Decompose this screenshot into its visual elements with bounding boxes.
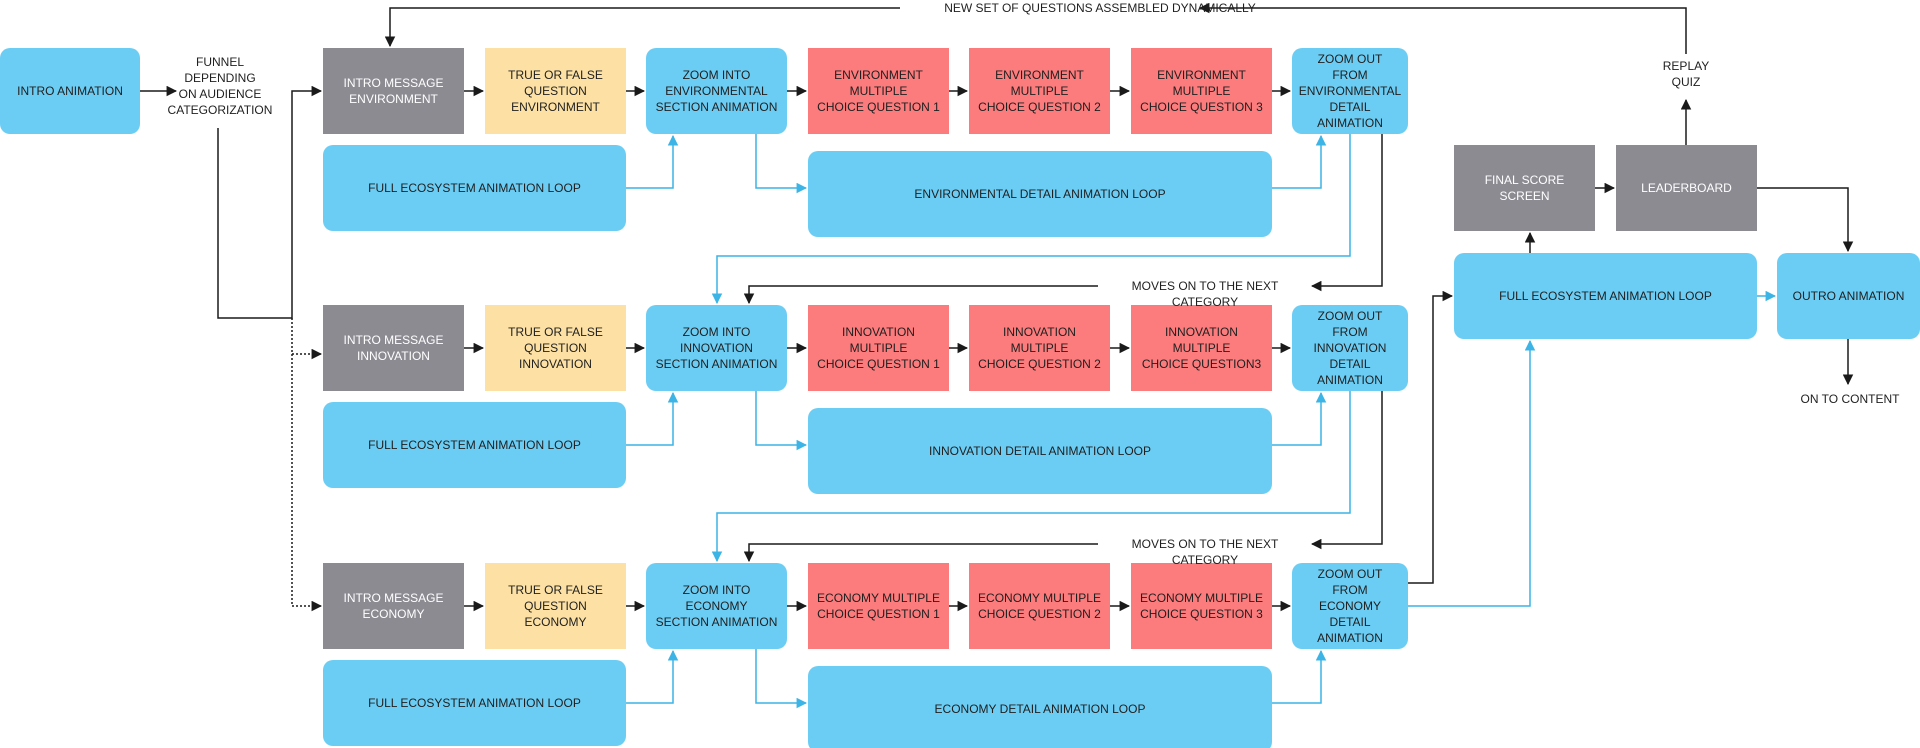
arrow-zoomin-to-detail-innovation — [755, 391, 808, 451]
intro-message-environment-label: INTRO MESSAGE ENVIRONMENT — [343, 76, 444, 106]
arrow-leaderboard-to-outro — [1757, 187, 1854, 253]
mc2-economy: ECONOMY MULTIPLE CHOICE QUESTION 2 — [969, 563, 1110, 649]
mc1-economy: ECONOMY MULTIPLE CHOICE QUESTION 1 — [808, 563, 949, 649]
replay-label: REPLAY QUIZ — [1662, 59, 1710, 89]
true-false-innovation: TRUE OR FALSE QUESTION INNOVATION — [485, 305, 626, 391]
funnel-label: FUNNEL DEPENDING ON AUDIENCE CATEGORIZAT… — [167, 55, 273, 117]
on-to-content-label: ON TO CONTENT — [1800, 392, 1900, 406]
outro-animation-box: OUTRO ANIMATION — [1777, 253, 1920, 339]
intro-message-innovation-label: INTRO MESSAGE INNOVATION — [343, 333, 444, 363]
arrow-funnel-to-environment — [217, 85, 323, 319]
detail-loop-economy-label: ECONOMY DETAIL ANIMATION LOOP — [934, 702, 1146, 716]
zoom-out-innovation: ZOOM OUT FROM INNOVATION DETAIL ANIMATIO… — [1292, 305, 1408, 391]
arrow-new-questions-to-intro — [384, 7, 900, 48]
intro-message-environment: INTRO MESSAGE ENVIRONMENT — [323, 48, 464, 134]
zoom-in-environment: ZOOM INTO ENVIRONMENTAL SECTION ANIMATIO… — [646, 48, 787, 134]
intro-animation-box: INTRO ANIMATION — [0, 48, 140, 134]
final-score-box-label: FINAL SCORE SCREEN — [1484, 173, 1565, 203]
mc1-innovation-label: INNOVATION MULTIPLE CHOICE QUESTION 1 — [817, 325, 940, 371]
arrow-zoomin-to-detail-economy — [755, 649, 808, 709]
arrow-next-category-to-economy — [743, 543, 1098, 563]
arrow-detail-to-zoomout-environment — [1272, 134, 1327, 189]
mc1-innovation: INNOVATION MULTIPLE CHOICE QUESTION 1 — [808, 305, 949, 391]
mc1-environment-label: ENVIRONMENT MULTIPLE CHOICE QUESTION 1 — [817, 68, 940, 114]
true-false-innovation-label: TRUE OR FALSE QUESTION INNOVATION — [508, 325, 603, 371]
ecosystem-loop-environment-label: FULL ECOSYSTEM ANIMATION LOOP — [368, 181, 581, 195]
final-score-box: FINAL SCORE SCREEN — [1454, 145, 1595, 231]
leaderboard-box: LEADERBOARD — [1616, 145, 1757, 231]
new-questions-label: NEW SET OF QUESTIONS ASSEMBLED DYNAMICAL… — [944, 1, 1256, 15]
zoom-in-environment-label: ZOOM INTO ENVIRONMENTAL SECTION ANIMATIO… — [655, 68, 778, 114]
mc3-economy: ECONOMY MULTIPLE CHOICE QUESTION 3 — [1131, 563, 1272, 649]
ecosystem-loop-environment: FULL ECOSYSTEM ANIMATION LOOP — [323, 145, 626, 231]
outro-animation-box-label: OUTRO ANIMATION — [1792, 289, 1905, 303]
true-false-environment-label: TRUE OR FALSE QUESTION ENVIRONMENT — [508, 68, 603, 114]
detail-loop-environment-label: ENVIRONMENTAL DETAIL ANIMATION LOOP — [914, 187, 1166, 201]
zoom-out-environment: ZOOM OUT FROM ENVIRONMENTAL DETAIL ANIMA… — [1292, 48, 1408, 134]
mc3-innovation: INNOVATION MULTIPLE CHOICE QUESTION3 — [1131, 305, 1272, 391]
end-ecosystem-loop-label: FULL ECOSYSTEM ANIMATION LOOP — [1499, 289, 1712, 303]
true-false-economy-label: TRUE OR FALSE QUESTION ECONOMY — [508, 583, 603, 629]
arrow-next-category-to-innovation — [743, 285, 1098, 305]
true-false-environment: TRUE OR FALSE QUESTION ENVIRONMENT — [485, 48, 626, 134]
end-ecosystem-loop: FULL ECOSYSTEM ANIMATION LOOP — [1454, 253, 1757, 339]
next-category-label-1: MOVES ON TO THE NEXT CATEGORY — [1131, 279, 1279, 309]
ecosystem-loop-economy: FULL ECOSYSTEM ANIMATION LOOP — [323, 660, 626, 746]
arrow-detail-to-zoomout-innovation — [1272, 391, 1327, 446]
mc2-economy-label: ECONOMY MULTIPLE CHOICE QUESTION 2 — [978, 591, 1101, 621]
next-category-label-2: MOVES ON TO THE NEXT CATEGORY — [1131, 537, 1279, 567]
mc2-innovation: INNOVATION MULTIPLE CHOICE QUESTION 2 — [969, 305, 1110, 391]
true-false-economy: TRUE OR FALSE QUESTION ECONOMY — [485, 563, 626, 649]
mc2-environment-label: ENVIRONMENT MULTIPLE CHOICE QUESTION 2 — [978, 68, 1101, 114]
intro-animation-box-label: INTRO ANIMATION — [17, 84, 123, 98]
zoom-in-innovation: ZOOM INTO INNOVATION SECTION ANIMATION — [646, 305, 787, 391]
leaderboard-box-label: LEADERBOARD — [1641, 181, 1732, 195]
arrow-ecoloop-to-zoomin-environment — [626, 134, 679, 189]
arrow-zoomin-to-detail-environment — [755, 134, 808, 194]
arrow-inn-zoomout-to-economy-zoomin — [711, 391, 1351, 563]
ecosystem-loop-innovation: FULL ECOSYSTEM ANIMATION LOOP — [323, 402, 626, 488]
intro-message-innovation: INTRO MESSAGE INNOVATION — [323, 305, 464, 391]
mc1-environment: ENVIRONMENT MULTIPLE CHOICE QUESTION 1 — [808, 48, 949, 134]
detail-loop-economy: ECONOMY DETAIL ANIMATION LOOP — [808, 666, 1272, 748]
mc3-environment: ENVIRONMENT MULTIPLE CHOICE QUESTION 3 — [1131, 48, 1272, 134]
detail-loop-environment: ENVIRONMENTAL DETAIL ANIMATION LOOP — [808, 151, 1272, 237]
arrow-env-to-next-category — [1310, 134, 1383, 292]
arrow-economy-to-end-loop — [1408, 290, 1454, 584]
intro-message-economy: INTRO MESSAGE ECONOMY — [323, 563, 464, 649]
zoom-out-innovation-label: ZOOM OUT FROM INNOVATION DETAIL ANIMATIO… — [1313, 309, 1387, 387]
ecosystem-loop-economy-label: FULL ECOSYSTEM ANIMATION LOOP — [368, 696, 581, 710]
arrow-ecoloop-to-zoomin-innovation — [626, 391, 679, 446]
arrow-ecoloop-to-zoomin-economy — [626, 649, 679, 704]
mc3-economy-label: ECONOMY MULTIPLE CHOICE QUESTION 3 — [1140, 591, 1263, 621]
zoom-out-economy-label: ZOOM OUT FROM ECONOMY DETAIL ANIMATION — [1317, 567, 1383, 645]
mc1-economy-label: ECONOMY MULTIPLE CHOICE QUESTION 1 — [817, 591, 940, 621]
arrow-funnel-to-innovation — [291, 318, 323, 360]
arrow-detail-to-zoomout-economy — [1272, 649, 1327, 704]
detail-loop-innovation: INNOVATION DETAIL ANIMATION LOOP — [808, 408, 1272, 494]
arrow-replay-to-new-questions — [1198, 2, 1687, 54]
mc2-environment: ENVIRONMENT MULTIPLE CHOICE QUESTION 2 — [969, 48, 1110, 134]
mc3-environment-label: ENVIRONMENT MULTIPLE CHOICE QUESTION 3 — [1140, 68, 1263, 114]
mc2-innovation-label: INNOVATION MULTIPLE CHOICE QUESTION 2 — [978, 325, 1101, 371]
zoom-out-economy: ZOOM OUT FROM ECONOMY DETAIL ANIMATION — [1292, 563, 1408, 649]
arrow-economy-blue-to-end-loop — [1408, 339, 1536, 607]
intro-message-economy-label: INTRO MESSAGE ECONOMY — [343, 591, 444, 621]
ecosystem-loop-innovation-label: FULL ECOSYSTEM ANIMATION LOOP — [368, 438, 581, 452]
zoom-out-environment-label: ZOOM OUT FROM ENVIRONMENTAL DETAIL ANIMA… — [1298, 52, 1402, 130]
arrow-inn-to-next-category — [1310, 391, 1383, 550]
arrow-env-zoomout-to-innovation-zoomin — [711, 134, 1351, 305]
zoom-in-innovation-label: ZOOM INTO INNOVATION SECTION ANIMATION — [655, 325, 778, 371]
mc3-innovation-label: INNOVATION MULTIPLE CHOICE QUESTION3 — [1141, 325, 1262, 371]
detail-loop-innovation-label: INNOVATION DETAIL ANIMATION LOOP — [928, 444, 1152, 458]
arrow-funnel-to-economy — [291, 354, 323, 612]
zoom-in-economy-label: ZOOM INTO ECONOMY SECTION ANIMATION — [655, 583, 778, 629]
zoom-in-economy: ZOOM INTO ECONOMY SECTION ANIMATION — [646, 563, 787, 649]
